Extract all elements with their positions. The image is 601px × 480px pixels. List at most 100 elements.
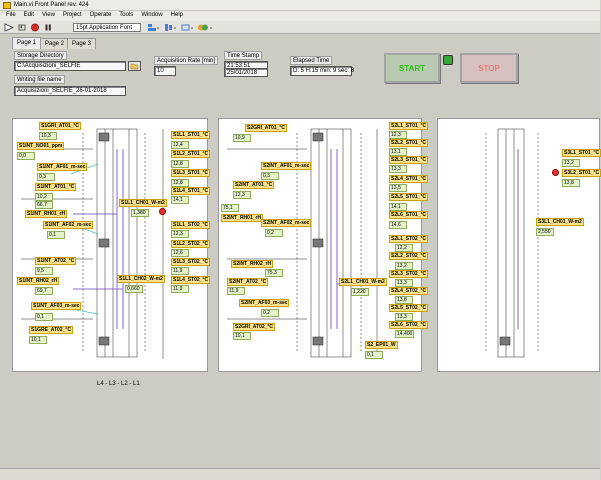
val-s2l3-st02: 13,3	[395, 279, 413, 287]
tab-page-2[interactable]: Page 2	[40, 38, 70, 49]
tag-s2int-at01: S2INT_AT01_°C	[233, 181, 275, 189]
tag-s1gre-at02: S1GRE_AT02_°C	[29, 326, 73, 334]
acquisition-rate-field[interactable]: 10	[154, 66, 176, 76]
section-1-diagram: S1GRI_AT01_°C 10,3 S1INT_NO01_ppm 0,0 S1…	[12, 118, 211, 372]
tag-s2l2-st01: S2L2_ST01_°C	[389, 139, 429, 147]
menu-file[interactable]: File	[6, 12, 16, 18]
resize-objects-icon[interactable]	[180, 23, 194, 32]
val-s2l4-st02: 13,8	[395, 296, 413, 304]
val-s2l5-st02: 13,3	[395, 313, 413, 321]
val-s1l1-ch02: 0,660	[125, 285, 143, 293]
val-s3l1-st01: 13,2	[562, 159, 580, 167]
tag-s2l1-ch01: S2L1_CH01_W-m2	[339, 278, 387, 286]
val-s2int-af01: 0,3	[261, 172, 279, 180]
val-s1gri-at01: 10,3	[39, 132, 57, 140]
tag-s3l2-st01: S3L2_ST01_°C	[562, 169, 601, 177]
tag-s1l3-st02: S1L3_ST02_°C	[171, 258, 211, 266]
tag-s1l1-ch01: S1L1_CH01_W-m2	[119, 199, 167, 207]
val-s1l1-ch01: 1,380	[131, 209, 149, 217]
menu-view[interactable]: View	[42, 12, 55, 18]
storage-directory-field[interactable]: C:\Acquisizioni_SELFIE	[14, 61, 126, 71]
tag-s1l3-st01: S1L3_ST01_°C	[171, 169, 211, 177]
start-button[interactable]: START	[384, 53, 440, 83]
tag-s2l1-st01: S2L1_ST01_°C	[389, 122, 429, 130]
time-stamp-date: 25/01/2018	[224, 68, 268, 77]
val-s2int-af02: 0,2	[265, 229, 283, 237]
val-s2l3-st01: 13,3	[389, 165, 407, 173]
tag-s2-ep01: S2_EP01_W	[365, 341, 398, 349]
browse-folder-icon[interactable]	[128, 61, 141, 71]
val-s2l5-st01: 14,1	[389, 203, 407, 211]
tag-s2l6-st02: S2L6_ST02_°C	[389, 321, 429, 329]
heat-flux-sensor-icon	[552, 169, 559, 176]
val-s2int-rh02: 75,3	[265, 269, 283, 277]
menu-window[interactable]: Window	[141, 12, 163, 18]
val-s2int-rh01: 75,1	[221, 204, 239, 212]
tag-s2int-af03: S2INT_AF03_m-sec	[239, 299, 290, 307]
horizontal-scrollbar[interactable]	[0, 468, 600, 480]
elapsed-time-field: D: 5 H:15 min: 9 sec: 8	[290, 66, 354, 76]
val-s1int-at02: 9,5	[35, 267, 53, 275]
tag-s2l6-st01: S2L6_ST01_°C	[389, 211, 429, 219]
writing-file-name-field: Acquisizioni_SELFIE_26-01-2018	[14, 86, 126, 96]
menu-edit[interactable]: Edit	[23, 12, 35, 18]
val-s1int-at01: 10,2	[35, 193, 53, 201]
menu-project[interactable]: Project	[62, 12, 82, 18]
run-arrow-icon[interactable]	[4, 23, 14, 32]
tag-s2l2-st02: S2L2_ST02_°C	[389, 252, 429, 260]
title-bar: Main.vi Front Panel rev. 424	[0, 0, 600, 11]
tag-s1int-no01: S1INT_NO01_ppm	[17, 142, 65, 150]
pause-icon[interactable]	[43, 23, 53, 32]
val-s2l6-st01: 14,6	[389, 221, 407, 229]
menu-help[interactable]: Help	[170, 12, 183, 18]
tag-s2l3-st01: S2L3_ST01_°C	[389, 156, 429, 164]
tag-s2l5-st01: S2L5_ST01_°C	[389, 193, 429, 201]
val-s1int-rh01: 66,7	[35, 201, 53, 209]
val-s1l3-st02: 11,9	[171, 267, 189, 275]
toolbar: 15pt Application Font	[0, 21, 600, 34]
tag-s2l4-st01: S2L4_ST01_°C	[389, 175, 429, 183]
window-title: Main.vi Front Panel rev. 424	[14, 2, 89, 8]
writing-file-name-label: Writing file name	[14, 75, 65, 84]
tag-s3l1-st01: S3L1_ST01_°C	[562, 149, 601, 157]
tag-s2int-rh01: S2INT_RH01_rH	[221, 214, 264, 222]
tag-s2l1-st02: S2L1_ST02_°C	[389, 235, 429, 243]
section-1-drawing	[21, 128, 164, 359]
font-selector[interactable]: 15pt Application Font	[73, 23, 141, 32]
tag-s1int-at02: S1INT_AT02_°C	[35, 257, 77, 265]
tag-s2int-at02: S2INT_AT02_°C	[227, 278, 269, 286]
heat-flux-sensor-icon	[159, 208, 166, 215]
menu-operate[interactable]: Operate	[89, 12, 112, 18]
val-s2l6-st02: 14,400	[395, 330, 415, 338]
val-s2gri-at01: 10,9	[233, 134, 251, 142]
stop-button[interactable]: STOP	[460, 53, 518, 83]
val-s1l2-st01: 12,8	[171, 160, 189, 168]
val-s3l1-ch01: 2,550	[536, 228, 554, 236]
distribute-objects-icon[interactable]	[163, 23, 177, 32]
tag-s1l1-st02: S1L1_ST02_°C	[171, 221, 211, 229]
time-stamp-label: Time Stamp	[224, 51, 263, 60]
tag-s1l2-st02: S1L2_ST02_°C	[171, 240, 211, 248]
run-continuously-icon[interactable]	[17, 23, 27, 32]
section-3-diagram: S3L1_ST01_°C 13,2 S3L2_ST01_°C 13,8 S3L1…	[437, 118, 601, 372]
val-s2int-at01: 12,3	[233, 191, 251, 199]
tag-s1l2-st01: S1L2_ST01_°C	[171, 150, 211, 158]
tag-s2l5-st02: S2L5_ST02_°C	[389, 304, 429, 312]
tag-s1l1-ch02: S1L1_CH02_W-m2	[117, 275, 165, 283]
val-s2int-at02: 11,9	[227, 287, 245, 295]
menu-tools[interactable]: Tools	[119, 12, 134, 18]
val-s1int-af01: 0,3	[37, 173, 55, 181]
menu-bar: File Edit View Project Operate Tools Win…	[0, 11, 600, 21]
tag-s1int-rh02: S1INT_RH02_rH	[17, 277, 60, 285]
align-objects-icon[interactable]	[146, 23, 160, 32]
reorder-icon[interactable]	[197, 23, 213, 32]
tab-page-3[interactable]: Page 3	[67, 38, 97, 49]
tab-page-1[interactable]: Page 1	[12, 37, 42, 49]
val-s1l1-st01: 12,4	[171, 141, 189, 149]
val-s2l1-st02: 12,2	[395, 244, 413, 252]
val-s1l2-st02: 12,6	[171, 249, 189, 257]
abort-stop-icon[interactable]	[30, 23, 40, 32]
tag-s1int-af03: S1INT_AF03_m-sec	[31, 302, 82, 310]
tag-s2gri-at02: S2GRI_AT02_°C	[233, 323, 276, 331]
tag-s3l1-ch01: S3L1_CH01_W-m2	[536, 218, 584, 226]
